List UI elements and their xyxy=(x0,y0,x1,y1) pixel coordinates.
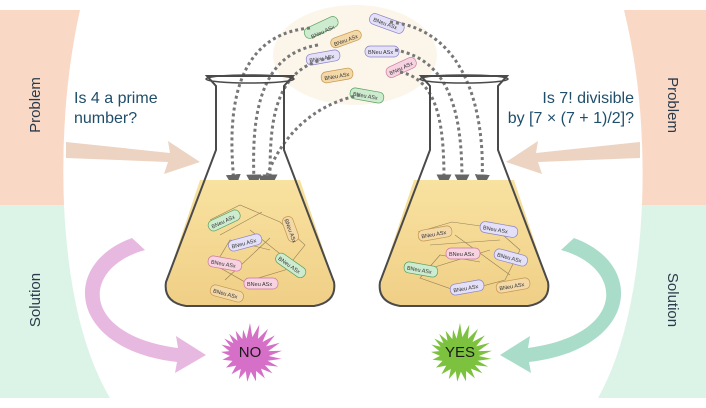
left-flask-glass xyxy=(164,75,336,307)
left-flask: BNeu ASx BNeu ASx BNeu ASx BNeu ASx BNeu… xyxy=(164,74,336,307)
transfer-arrow-left-4 xyxy=(259,93,361,192)
left-flask-cell: BNeu ASx xyxy=(243,277,279,290)
left-problem-label: Problem xyxy=(27,77,44,133)
left-problem-band xyxy=(0,10,80,205)
left-solution-label: Solution xyxy=(27,273,44,327)
svg-text:BNeu ASx: BNeu ASx xyxy=(421,230,447,240)
right-flask-cell: BNeu ASx xyxy=(449,279,485,296)
right-problem-label: Problem xyxy=(664,77,681,133)
yes-answer-badge: YES xyxy=(431,323,492,382)
transfer-arrow-right-2 xyxy=(394,48,470,190)
transfer-arrow-left-1 xyxy=(225,26,311,190)
transfer-arrow-left-3 xyxy=(262,56,331,190)
svg-text:BNeu ASx: BNeu ASx xyxy=(247,282,272,288)
right-flask: BNeu ASx BNeu ASx BNeu ASx BNeu ASx BNeu… xyxy=(378,74,550,307)
no-answer: NO xyxy=(239,344,262,361)
left-background: Problem Solution xyxy=(0,10,110,398)
right-question-line1: Is 7! divisible xyxy=(542,90,634,107)
right-flask-cell: BNeu ASx xyxy=(445,247,481,260)
right-flask-cell: BNeu ASx xyxy=(403,261,439,278)
left-input-arrow xyxy=(66,141,200,174)
no-answer-badge: NO xyxy=(221,323,282,382)
svg-text:BNeu ASx: BNeu ASx xyxy=(453,284,479,294)
svg-text:BNeu ASx: BNeu ASx xyxy=(324,72,350,82)
svg-text:BNeu ASx: BNeu ASx xyxy=(210,260,236,270)
yes-burst xyxy=(431,323,492,382)
svg-text:BNeu ASx: BNeu ASx xyxy=(499,282,525,292)
right-flask-glass xyxy=(378,75,550,307)
yes-output-arrow xyxy=(500,238,622,373)
no-burst xyxy=(221,323,282,382)
svg-text:BNeu ASx: BNeu ASx xyxy=(406,266,432,276)
cell-pool-item: BNeu ASx xyxy=(364,45,400,58)
right-background: Problem Solution xyxy=(598,10,706,398)
right-solution-label: Solution xyxy=(664,273,681,327)
svg-text:BNeu ASx: BNeu ASx xyxy=(352,92,378,102)
transfer-arrow-left-2 xyxy=(246,43,319,190)
right-flask-cell: BNeu ASx xyxy=(479,221,519,238)
left-flask-cell: BNeu ASx xyxy=(207,255,243,272)
svg-text:BNeu ASx: BNeu ASx xyxy=(449,252,474,258)
right-solution-band xyxy=(598,205,706,398)
cell-pool-item: BNeu ASx xyxy=(349,87,385,104)
left-question-line2: number? xyxy=(74,110,137,127)
left-flask-network xyxy=(209,204,306,283)
right-question-line2: by [7 × (7 + 1)/2]? xyxy=(508,110,634,127)
yes-answer: YES xyxy=(445,344,475,361)
svg-text:BNeu ASx: BNeu ASx xyxy=(482,225,508,235)
right-problem-band xyxy=(624,10,706,205)
right-input-arrow xyxy=(506,141,640,174)
right-flask-rim xyxy=(419,74,509,84)
cell-pool-item: BNeu ASx xyxy=(320,67,354,84)
transfer-arrows xyxy=(225,20,490,192)
left-flask-rim xyxy=(205,74,295,84)
no-output-arrow xyxy=(84,238,206,373)
right-flask-cell: BNeu ASx xyxy=(417,225,453,242)
transfer-arrow-right-3 xyxy=(399,70,452,190)
right-flask-cell: BNeu ASx xyxy=(495,277,531,294)
svg-text:BNeu ASx: BNeu ASx xyxy=(368,50,393,56)
right-flask-network xyxy=(417,221,521,293)
transfer-arrow-right-1 xyxy=(389,20,490,190)
left-solution-band xyxy=(0,205,110,398)
left-question-line1: Is 4 a prime xyxy=(74,90,158,107)
